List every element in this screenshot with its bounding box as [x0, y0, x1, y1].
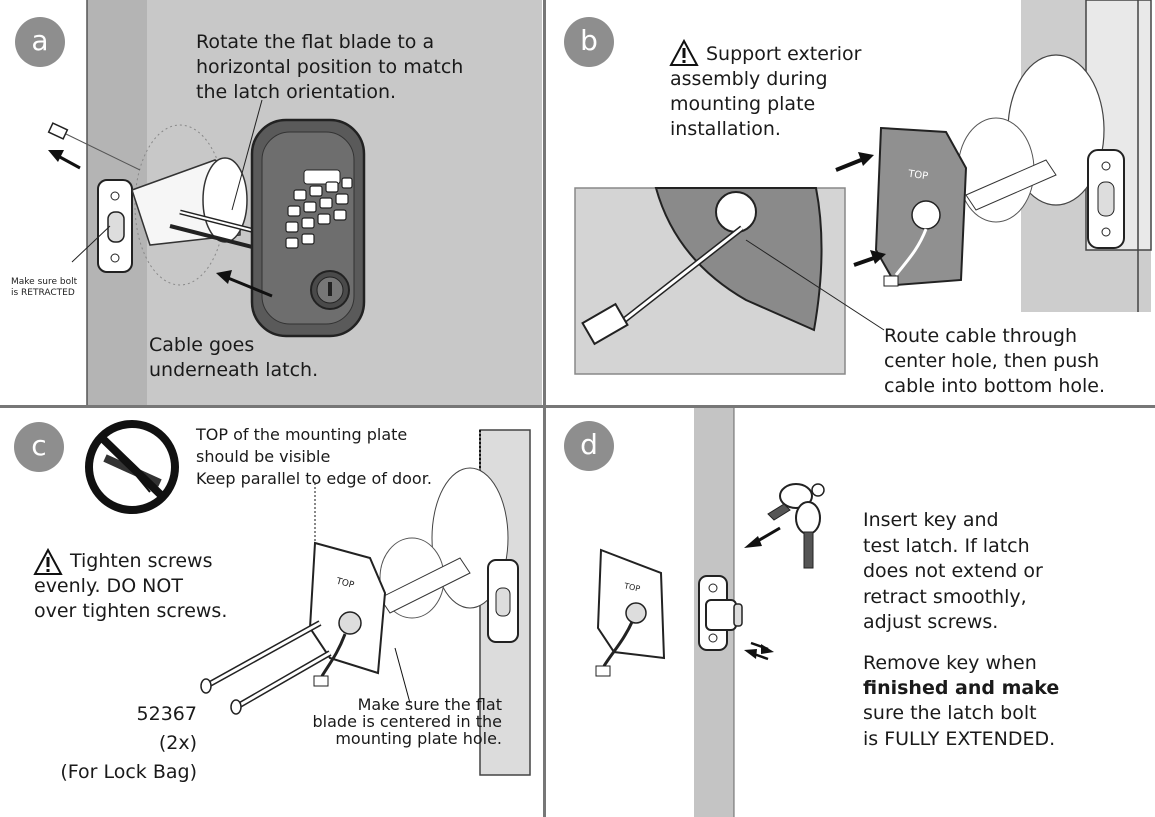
inset-detail — [574, 187, 846, 375]
arrow-icon — [48, 150, 273, 298]
panel-a-illustration — [47, 0, 542, 405]
connector-icon — [313, 675, 329, 687]
latch-plate — [97, 179, 133, 273]
instruction-remove-key-line3: sure the latch bolt is FULLY EXTENDED. — [863, 702, 1056, 750]
instruction-remove-key-line1: Remove key when — [863, 652, 1037, 674]
connector-icon — [581, 302, 629, 346]
mounting-plate: TOP — [308, 541, 387, 687]
note-blade-centered: Make sure the flat blade is centered in … — [312, 695, 503, 748]
warning-support-assembly: Support exterior assembly during mountin… — [670, 43, 862, 140]
latch-plate — [487, 559, 519, 643]
part-quantity: (2x) — [158, 732, 197, 754]
panel-c-illustration: TOP — [33, 420, 531, 776]
connector-icon — [883, 275, 899, 287]
part-bag: (For Lock Bag) — [60, 761, 197, 783]
latch-plate — [1087, 149, 1125, 249]
step-badge-d: d — [564, 421, 614, 471]
warning-icon — [669, 38, 699, 66]
warning-tighten-screws: Tighten screws evenly. DO NOT over tight… — [34, 550, 228, 622]
prohibited-icon — [85, 420, 179, 514]
warning-icon — [33, 547, 63, 575]
horizontal-divider — [0, 405, 1155, 408]
vertical-divider — [543, 0, 546, 817]
panel-c: TOP c TOP of the mounti — [0, 408, 543, 817]
connector-icon — [47, 122, 141, 171]
key-icon — [767, 483, 825, 569]
note-top-visible: TOP of the mounting plate should be visi… — [196, 425, 432, 488]
arrow-icon — [835, 152, 886, 267]
panel-b: TOP b Support exterior assem — [546, 0, 1155, 405]
plate-top-label: TOP — [622, 581, 641, 593]
instruction-remove-key-line2: finished and make — [863, 677, 1060, 699]
panel-b-illustration: TOP — [574, 0, 1152, 375]
panel-d-illustration: TOP — [595, 408, 825, 817]
arrow-icon — [744, 526, 781, 661]
note-bolt-retracted: Make sure bolt is RETRACTED — [11, 277, 78, 298]
mounting-plate: TOP — [595, 548, 666, 677]
keypad-deadbolt — [250, 118, 366, 338]
screw-icon — [200, 620, 332, 715]
instruction-test-latch: Insert key and test latch. If latch does… — [863, 509, 1043, 633]
panel-a: a Rotate the flat blade to a horizontal … — [0, 0, 543, 405]
instruction-rotate-blade: Rotate the flat blade to a horizontal po… — [196, 31, 464, 103]
panel-d: TOP d Insert key and test latch. If latc… — [546, 408, 1155, 817]
latch-bolt — [705, 599, 743, 631]
connector-icon — [595, 665, 611, 677]
plate-top-label: TOP — [906, 169, 928, 183]
part-number: 52367 — [136, 703, 197, 725]
instruction-cable-underneath: Cable goes underneath latch. — [149, 334, 319, 381]
step-badge-a: a — [15, 17, 65, 67]
plate-top-label: TOP — [334, 576, 356, 591]
step-badge-b: b — [564, 17, 614, 67]
step-badge-c: c — [14, 422, 64, 472]
mounting-plate: TOP — [874, 126, 968, 287]
instruction-route-cable: Route cable through center hole, then pu… — [884, 325, 1106, 397]
